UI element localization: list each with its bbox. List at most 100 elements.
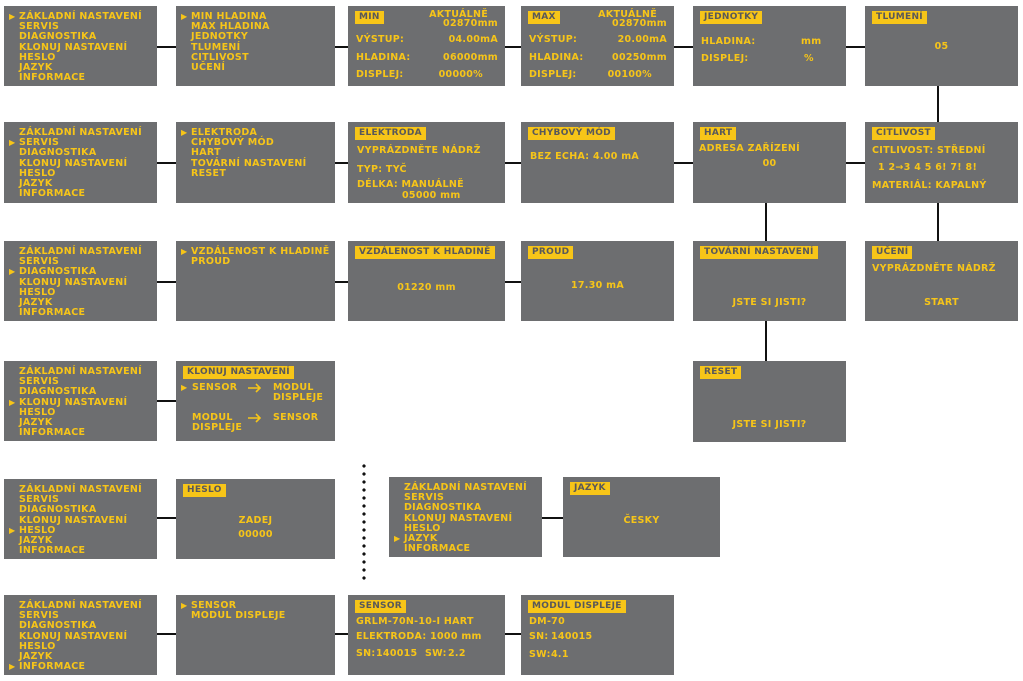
submenu-item[interactable]: JEDNOTKY [191,31,249,43]
menu-item[interactable]: ZÁKLADNÍ NASTAVENÍ [19,484,143,495]
submenu-item[interactable]: HART [191,147,221,159]
menu-item[interactable]: KLONUJ NASTAVENÍ [19,630,128,642]
menu-item[interactable]: ZÁKLADNÍ NASTAVENÍ [9,11,157,22]
menu-item[interactable]: JAZYK [394,533,542,544]
menu-item[interactable]: ZÁKLADNÍ NASTAVENÍ [404,482,528,493]
menu-item[interactable]: SERVIS [19,21,60,33]
distance-panel: VZDÁLENOST K HLADINĚ 01220 mm [348,241,505,321]
language-value[interactable]: ČESKY [623,515,660,526]
connector [846,46,866,48]
menu-item[interactable]: SERVIS [19,256,60,268]
submenu-item[interactable]: MIN HLADINA [181,11,335,22]
submenu-item[interactable]: UČENÍ [191,62,226,74]
electrode-line: TYP: TYČ [357,164,407,175]
connector [157,517,177,519]
menu-item[interactable]: DIAGNOSTIKA [19,31,97,43]
menu-item[interactable]: SERVIS [19,494,60,506]
level-label: HLADINA: [701,36,756,47]
language-panel: JAZYK ČESKY [563,477,720,557]
connector [505,281,522,283]
menu-item[interactable]: SERVIS [404,492,445,504]
start-button[interactable]: START [924,297,959,308]
menu-item[interactable]: DIAGNOSTIKA [19,386,97,398]
submenu-item[interactable]: RESET [191,167,227,179]
menu-item[interactable]: INFORMACE [9,662,157,673]
password-prompt: ZADEJ [238,515,273,526]
software-label: SW: [425,648,447,659]
electrode-line: DÉLKA: MANUÁLNĚ [357,179,464,190]
clone-option-display-to-sensor[interactable]: MODUL DISPLEJE SENSOR [176,412,335,439]
menu-item[interactable]: JAZYK [19,535,53,547]
menu-item[interactable]: JAZYK [19,178,53,190]
menu-item[interactable]: DIAGNOSTIKA [19,620,97,632]
menu-item[interactable]: INFORMACE [19,307,86,319]
menu-item[interactable]: DIAGNOSTIKA [9,267,157,278]
basic-settings-submenu: MIN HLADINA MAX HLADINA JEDNOTKY TLUMENÍ… [176,6,335,86]
panel-tag: ELEKTRODA [355,127,426,140]
display-module-info-panel: MODUL DISPLEJE DM-70 SN: 140015 SW: 4.1 [521,595,674,675]
menu-item[interactable]: ZÁKLADNÍ NASTAVENÍ [19,366,143,377]
menu-item[interactable]: HESLO [19,167,56,179]
submenu-item[interactable]: CHYBOVÝ MÓD [191,137,275,149]
submenu-item[interactable]: ELEKTRODA [181,127,335,138]
menu-item[interactable]: KLONUJ NASTAVENÍ [19,514,128,526]
menu-item[interactable]: KLONUJ NASTAVENÍ [19,157,128,169]
output-label: VÝSTUP: [529,34,578,45]
menu-item[interactable]: SERVIS [9,137,157,148]
menu-item[interactable]: ZÁKLADNÍ NASTAVENÍ [19,246,143,257]
hart-panel: HART ADRESA ZAŘÍZENÍ 00 [693,122,846,203]
menu-item[interactable]: HESLO [19,286,56,298]
menu-item[interactable]: INFORMACE [19,188,86,200]
menu-item[interactable]: KLONUJ NASTAVENÍ [404,512,513,524]
menu-item[interactable]: KLONUJ NASTAVENÍ [19,276,128,288]
confirm-question: JSTE SI JISTI? [732,297,807,308]
connector [335,633,349,635]
connector [846,162,866,164]
menu-item[interactable]: DIAGNOSTIKA [19,504,97,516]
hart-address-label: ADRESA ZAŘÍZENÍ [699,143,800,154]
clone-target: SENSOR [273,412,319,423]
submenu-item[interactable]: CITLIVOST [191,51,249,63]
submenu-item[interactable]: VZDÁLENOST K HLADINĚ [181,246,335,257]
display-unit: % [804,53,814,64]
menu-item[interactable]: INFORMACE [19,427,86,439]
reset-panel: RESET JSTE SI JISTI? [693,361,846,442]
menu-item[interactable]: HESLO [19,51,56,63]
clone-source: MODUL [192,412,233,423]
menu-item[interactable]: INFORMACE [404,543,471,555]
learning-instruction: VYPRÁZDNĚTE NÁDRŽ [872,263,996,274]
menu-item[interactable]: INFORMACE [19,72,86,84]
clone-option-sensor-to-display[interactable]: ▶ SENSOR MODUL DISPLEJE [176,382,335,409]
module-model: DM-70 [529,616,566,627]
menu-item[interactable]: KLONUJ NASTAVENÍ [19,41,128,53]
clone-target: DISPLEJE [273,392,324,403]
menu-item[interactable]: KLONUJ NASTAVENÍ [9,397,157,408]
menu-item[interactable]: JAZYK [19,651,53,663]
submenu-item[interactable]: TLUMENÍ [191,41,241,53]
sensor-model: GRLM-70N-10-I HART [356,616,474,627]
connector [335,162,349,164]
distance-value: 01220 mm [397,282,456,293]
menu-item[interactable]: JAZYK [19,62,53,74]
electrode-length-value: 05000 mm [402,190,461,201]
panel-tag: MAX [528,11,560,24]
menu-item[interactable]: DIAGNOSTIKA [404,502,482,514]
submenu-item[interactable]: PROUD [191,256,231,268]
menu-item[interactable]: HESLO [404,522,441,534]
menu-item[interactable]: HESLO [19,406,56,418]
submenu-item[interactable]: MAX HLADINA [191,21,270,33]
submenu-item[interactable]: TOVÁRNÍ NASTAVENÍ [191,157,307,169]
menu-item[interactable]: JAZYK [19,297,53,309]
password-input[interactable]: 00000 [238,529,273,540]
menu-item[interactable]: INFORMACE [19,545,86,557]
menu-item[interactable]: HESLO [19,640,56,652]
menu-item[interactable]: SERVIS [19,610,60,622]
menu-item[interactable]: JAZYK [19,417,53,429]
menu-item[interactable]: ZÁKLADNÍ NASTAVENÍ [19,127,143,138]
menu-item[interactable]: ZÁKLADNÍ NASTAVENÍ [19,600,143,611]
submenu-item[interactable]: SENSOR [181,600,335,611]
menu-item[interactable]: SERVIS [19,376,60,388]
submenu-item[interactable]: MODUL DISPLEJE [191,610,286,622]
menu-item[interactable]: DIAGNOSTIKA [19,147,97,159]
menu-item[interactable]: HESLO [9,525,157,536]
